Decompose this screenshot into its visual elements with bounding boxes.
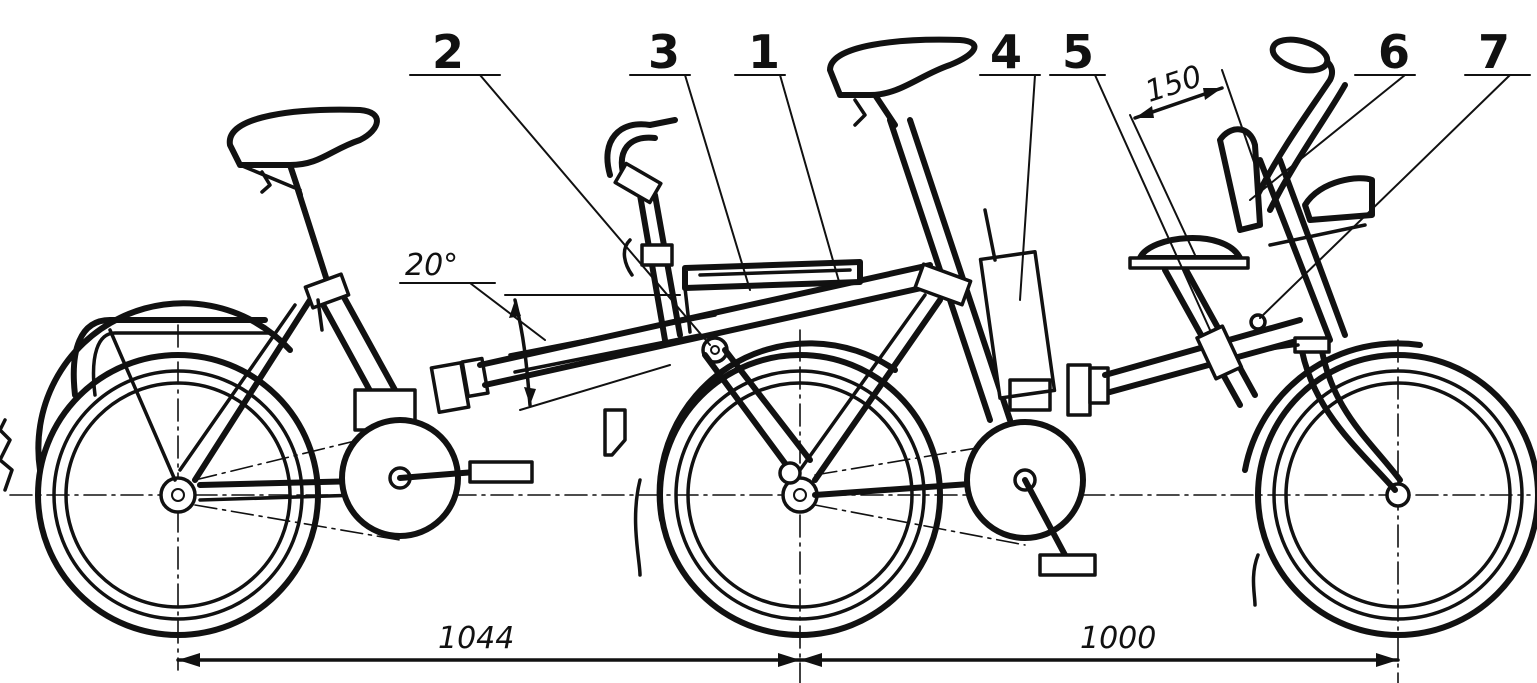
main-tube	[477, 262, 938, 485]
callout-3: 3	[648, 25, 680, 79]
middle-frame	[798, 117, 1110, 498]
rear-wheelbase-label: 1044	[438, 621, 514, 656]
callout-2: 2	[432, 25, 464, 79]
child-seat	[1128, 235, 1250, 270]
footrest	[603, 408, 627, 457]
rear-wheel	[35, 352, 321, 638]
rear-crankset	[339, 417, 534, 539]
rear-luggage-rack	[0, 317, 272, 492]
callout-7: 7	[1478, 25, 1510, 79]
callout-4: 4	[990, 25, 1022, 79]
front-wheelbase-label: 1000	[1080, 621, 1156, 656]
angle-dimension: 20°	[399, 248, 681, 411]
luggage-box	[682, 259, 863, 334]
wheelbase-dimensions: 1044 1000	[176, 621, 1400, 667]
callout-labels: 2 3 1 4 5 6 7	[432, 25, 1510, 79]
callout-6: 6	[1378, 25, 1410, 79]
rear-saddle	[226, 106, 380, 198]
angle-label: 20°	[405, 248, 458, 283]
rear-frame	[178, 187, 490, 502]
front-wheel	[1255, 352, 1537, 638]
callout-leaders	[409, 74, 1531, 346]
front-handlebar	[1217, 36, 1375, 247]
rear-handlebar	[604, 117, 683, 343]
front-brake	[1260, 336, 1331, 354]
offset-label: 150	[1141, 59, 1206, 110]
middle-saddle	[827, 36, 978, 128]
middle-crankset	[964, 419, 1097, 577]
callout-1: 1	[748, 25, 780, 79]
front-frame	[1102, 157, 1403, 493]
callout-5: 5	[1062, 25, 1094, 79]
